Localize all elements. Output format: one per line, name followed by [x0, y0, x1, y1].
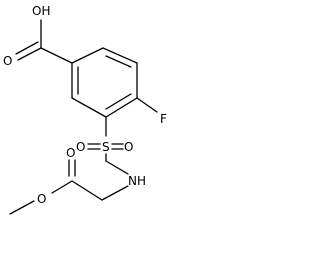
sulfonyl-group: S O O [76, 116, 133, 162]
carboxyl-oh-label: OH [32, 4, 50, 18]
sulfonyl-o-right-label: O [124, 140, 133, 154]
sulfur-label: S [102, 140, 110, 154]
carboxyl-group: OH O [3, 4, 73, 68]
ester-o-label: O [37, 192, 46, 206]
amide-nh: NH [101, 160, 146, 201]
carboxyl-o-label: O [3, 54, 12, 68]
fluorine-label: F [160, 112, 167, 126]
sulfonyl-o-left-label: O [76, 140, 85, 154]
benzene-ring [71, 47, 138, 118]
ester-carbonyl-o-label: O [66, 146, 75, 160]
amide-nh-label: NH [128, 174, 146, 188]
fluorine-substituent: F [136, 97, 167, 126]
methyl-ester-group: O O [9, 146, 103, 215]
chemical-structure-diagram: OH O F S O O NH O O [3, 4, 167, 215]
